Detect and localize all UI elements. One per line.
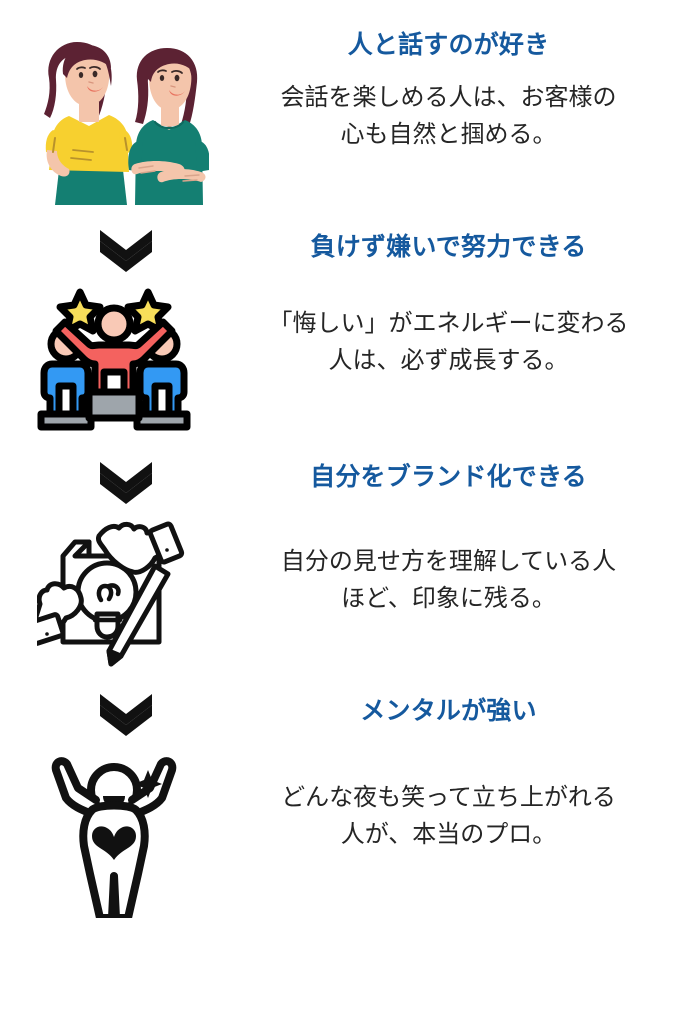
body-line-1: 自分の見せ方を理解している人 [280, 548, 617, 576]
winners-podium-illustration [29, 274, 199, 434]
section-hates-losing: 負けず嫌いで努力できる 「悔しい」がエネルギーに変わる 人は、必ず成長する。 [0, 232, 683, 447]
double-chevron-down-icon [94, 460, 158, 504]
section-likes-talking: 人と話すのが好き 会話を楽しめる人は、お客様の 心も自然と掴める。 [0, 30, 683, 220]
body-line-2: 人が、本当のプロ。 [340, 821, 557, 849]
section-body: 自分の見せ方を理解している人 ほど、印象に残る。 [228, 543, 669, 617]
body-line-2: ほど、印象に残る。 [341, 585, 556, 613]
section-heading: 人と話すのが好き [347, 31, 550, 59]
section-heading: 負けず嫌いで努力できる [310, 233, 587, 261]
section-body: 「悔しい」がエネルギーに変わる 人は、必ず成長する。 [228, 305, 669, 379]
body-line-2: 心も自然と掴める。 [340, 121, 557, 149]
double-chevron-down-icon [94, 692, 158, 736]
body-line-1: 会話を楽しめる人は、お客様の [280, 84, 617, 112]
section-body: どんな夜も笑って立ち上がれる 人が、本当のプロ。 [228, 779, 669, 853]
illustration-self-branding [0, 462, 228, 674]
section-body: 会話を楽しめる人は、お客様の 心も自然と掴める。 [228, 79, 669, 153]
section-strong-mental: メンタルが強い どんな夜も笑って立ち上がれる 人が、本当のプロ。 [0, 696, 683, 926]
text-block-self-branding: 自分をブランド化できる 自分の見せ方を理解している人 ほど、印象に残る。 [228, 462, 683, 618]
body-line-1: どんな夜も笑って立ち上がれる [281, 784, 616, 812]
illustration-two-women-talking [0, 30, 228, 205]
section-heading: 自分をブランド化できる [310, 463, 587, 491]
text-block-strong-mental: メンタルが強い どんな夜も笑って立ち上がれる 人が、本当のプロ。 [228, 696, 683, 854]
lightbulb-hands-pencil-icon [36, 514, 192, 674]
two-women-talking-illustration [19, 30, 209, 205]
text-block-likes-talking: 人と話すのが好き 会話を楽しめる人は、お客様の 心も自然と掴める。 [228, 30, 683, 154]
body-line-2: 人は、必ず成長する。 [328, 347, 569, 375]
section-heading: メンタルが強い [360, 697, 537, 725]
section-self-branding: 自分をブランド化できる 自分の見せ方を理解している人 ほど、印象に残る。 [0, 462, 683, 682]
person-arms-raised-heart-icon [42, 748, 187, 918]
text-block-hates-losing: 負けず嫌いで努力できる 「悔しい」がエネルギーに変わる 人は、必ず成長する。 [228, 232, 683, 380]
illustration-strong-mental [0, 696, 228, 918]
double-chevron-down-icon [94, 228, 158, 272]
illustration-winners-podium [0, 232, 228, 434]
body-line-1: 「悔しい」がエネルギーに変わる [268, 310, 629, 338]
